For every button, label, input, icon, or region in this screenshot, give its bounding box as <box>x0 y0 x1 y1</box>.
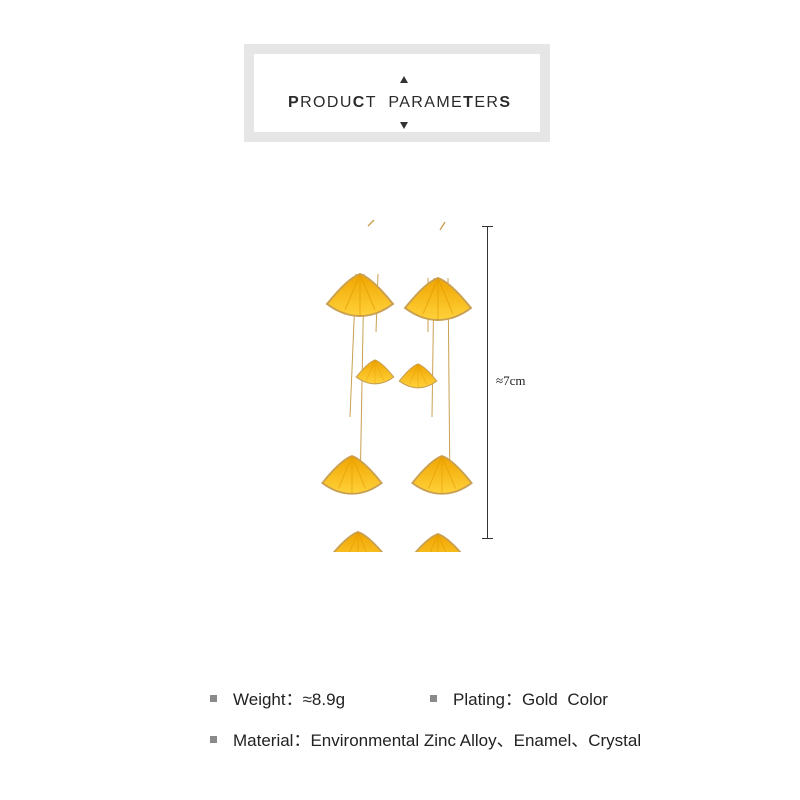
header-frame: PRODUCT PARAMETERS <box>244 44 550 142</box>
title-part: S <box>499 94 512 111</box>
title-part: ER <box>474 94 500 111</box>
title-part: T PARAME <box>365 94 464 111</box>
bullet-square-icon <box>210 695 217 703</box>
bullet-square-icon <box>430 695 437 703</box>
bullet-square-icon <box>210 736 217 744</box>
title-part: P <box>288 94 301 111</box>
measure-label: ≈7cm <box>496 373 526 388</box>
param-material-text: Material：Environmental Zinc Alloy、Enamel… <box>233 731 642 750</box>
param-weight: Weight：≈8.9g <box>210 685 345 710</box>
earrings-image <box>321 219 473 552</box>
triangle-down-icon <box>400 122 408 129</box>
measure-cap-top <box>482 226 493 227</box>
param-plating: Plating：Gold Color <box>430 685 608 710</box>
title-part: T <box>463 94 475 111</box>
param-plating-text: Plating：Gold Color <box>453 690 608 709</box>
title-part: C <box>352 94 366 111</box>
right-earring <box>398 221 473 552</box>
left-earring <box>321 219 395 552</box>
title-part: RODU <box>300 94 353 111</box>
header-title: PRODUCT PARAMETERS <box>288 94 511 112</box>
param-material: Material：Environmental Zinc Alloy、Enamel… <box>210 726 641 751</box>
header-panel: PRODUCT PARAMETERS <box>254 54 540 132</box>
param-weight-text: Weight：≈8.9g <box>233 690 346 709</box>
triangle-up-icon <box>400 76 408 83</box>
measure-line <box>487 226 488 538</box>
measure-cap-bottom <box>482 538 493 539</box>
